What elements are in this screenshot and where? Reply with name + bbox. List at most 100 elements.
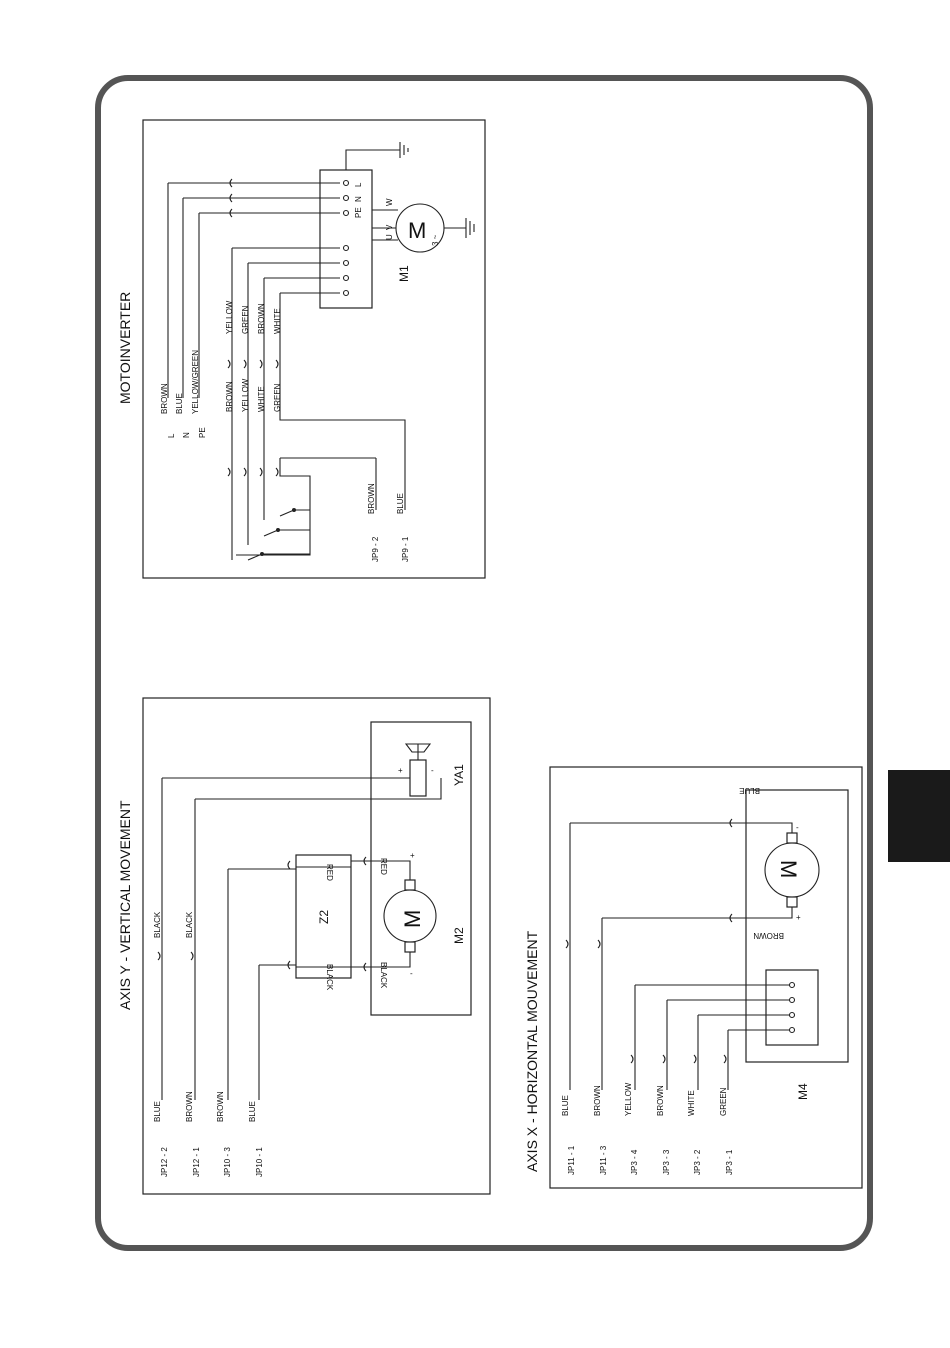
supply-wires bbox=[167, 182, 340, 398]
connector-jp10-1: JP10 - 1 bbox=[255, 1147, 264, 1177]
z2-module bbox=[295, 854, 352, 979]
axis-y-diagram: AXIS Y - VERTICAL MOVEMENT RED BLACK Z2 … bbox=[117, 697, 491, 1195]
connector-jp3-3: JP3 - 3 bbox=[662, 1149, 671, 1175]
motor-m2-wires bbox=[351, 860, 411, 968]
switch-dot-3 bbox=[292, 508, 296, 512]
connector-jp3-2: JP3 - 2 bbox=[693, 1149, 702, 1175]
jp12-1-color: BROWN bbox=[185, 1091, 194, 1122]
axis-y-motor-enclosure bbox=[370, 721, 472, 1016]
motor-m1-ground bbox=[444, 218, 475, 238]
ctrl-left-yellow: YELLOW bbox=[241, 378, 250, 412]
z2-black-label: BLACK bbox=[325, 964, 334, 991]
motor-m1-phase: 3 ~ bbox=[431, 234, 440, 246]
connector-jp11-3: JP11 - 3 bbox=[599, 1145, 608, 1175]
motor-m2-label: M2 bbox=[452, 927, 466, 944]
jp12-2-color: BLUE bbox=[153, 1101, 162, 1122]
axis-x-connector-marks bbox=[565, 818, 733, 1064]
jp9-2-color: BROWN bbox=[367, 483, 376, 514]
brake-ya1-speaker bbox=[404, 743, 432, 760]
motor-m1-phase-wires bbox=[372, 209, 398, 241]
terminal-pe: PE bbox=[354, 207, 363, 218]
motoinverter-title: MOTOINVERTER bbox=[117, 292, 133, 404]
phase-w: W bbox=[385, 198, 394, 206]
connector-jp3-1: JP3 - 1 bbox=[725, 1149, 734, 1175]
phase-u: U bbox=[385, 234, 394, 240]
switch-dot-1 bbox=[260, 552, 264, 556]
control-wires bbox=[231, 247, 406, 560]
section-tab bbox=[888, 770, 950, 862]
ctrl-right-yellow: YELLOW bbox=[225, 300, 234, 334]
motor-m4-label: M4 bbox=[796, 1083, 810, 1100]
motor-x-minus: - bbox=[796, 823, 799, 832]
ctrl-left-green: GREEN bbox=[273, 383, 282, 412]
brake-ya1-label: YA1 bbox=[452, 764, 466, 786]
motor-m1-label: M1 bbox=[397, 265, 411, 282]
motor-m2-minus: - bbox=[410, 969, 413, 978]
z2-label: Z2 bbox=[317, 910, 331, 924]
z2-red-label: RED bbox=[325, 864, 334, 881]
motor-m2-red: RED bbox=[379, 858, 388, 875]
switch-dot-2 bbox=[276, 528, 280, 532]
axis-x-wires bbox=[569, 823, 790, 1090]
connector-jp10-3: JP10 - 3 bbox=[223, 1147, 232, 1177]
motoinverter-diagram: MOTOINVERTER L N PE M 3 ~ U V W M1 L bbox=[117, 119, 486, 579]
connector-jp9-1: JP9 - 1 bbox=[401, 536, 410, 562]
jp3-4-color: YELLOW bbox=[624, 1082, 633, 1116]
jp11-1-color: BLUE bbox=[561, 1095, 570, 1116]
motor-x-plus: + bbox=[796, 913, 801, 922]
ctrl-right-white: WHITE bbox=[273, 308, 282, 334]
axis-y-black-1: BLACK bbox=[153, 911, 162, 938]
encoder-block bbox=[765, 969, 819, 1046]
brake-plus: + bbox=[398, 766, 403, 775]
motor-x-brown: BROWN bbox=[753, 931, 784, 940]
page-frame bbox=[95, 75, 873, 1251]
supply-color-blue: BLUE bbox=[175, 393, 184, 414]
z2-inner-lines bbox=[296, 866, 351, 968]
ctrl-left-brown: BROWN bbox=[225, 381, 234, 412]
brake-minus: - bbox=[431, 766, 434, 775]
motor-x-letter: M bbox=[776, 860, 801, 878]
jp10-3-color: BROWN bbox=[216, 1091, 225, 1122]
motor-m1-letter: M bbox=[408, 218, 426, 243]
supply-letter-pe: PE bbox=[198, 427, 207, 438]
jp11-3-color: BROWN bbox=[593, 1085, 602, 1116]
motor-m2-plus: + bbox=[410, 851, 415, 860]
axis-y-black-2: BLACK bbox=[185, 911, 194, 938]
switch-contacts bbox=[247, 457, 377, 561]
axis-y-wires bbox=[161, 777, 442, 1100]
jp3-1-color: GREEN bbox=[719, 1087, 728, 1116]
supply-letter-n: N bbox=[182, 432, 191, 438]
motor-x-wires bbox=[570, 822, 793, 919]
connector-jp3-4: JP3 - 4 bbox=[630, 1149, 639, 1175]
terminal-l: L bbox=[354, 182, 363, 187]
jp10-1-color: BLUE bbox=[248, 1101, 257, 1122]
axis-x-diagram: AXIS X - HORIZONTAL MOUVEMENT M BLUE BRO… bbox=[524, 766, 863, 1189]
ground-symbol bbox=[345, 142, 409, 170]
terminal-n: N bbox=[354, 196, 363, 202]
motor-m2-letter: M bbox=[400, 910, 425, 928]
motor-m2-black: BLACK bbox=[379, 962, 388, 989]
connector-jp9-2: JP9 - 2 bbox=[371, 536, 380, 562]
control-connector-marks bbox=[227, 359, 279, 477]
jp9-1-color: BLUE bbox=[396, 493, 405, 514]
axis-y-box bbox=[142, 697, 491, 1195]
jp3-3-color: BROWN bbox=[656, 1085, 665, 1116]
axis-y-title: AXIS Y - VERTICAL MOVEMENT bbox=[117, 800, 133, 1010]
axis-x-motor-enclosure bbox=[745, 789, 849, 1063]
supply-letter-l: L bbox=[167, 433, 176, 438]
ctrl-left-white: WHITE bbox=[257, 386, 266, 412]
axis-x-title: AXIS X - HORIZONTAL MOUVEMENT bbox=[524, 930, 540, 1172]
motor-x-blue: BLUE bbox=[739, 786, 760, 795]
phase-v: V bbox=[385, 224, 394, 230]
connector-jp12-2: JP12 - 2 bbox=[160, 1147, 169, 1177]
axis-y-connector-marks bbox=[157, 856, 367, 972]
connector-jp12-1: JP12 - 1 bbox=[192, 1147, 201, 1177]
supply-color-brown: BROWN bbox=[160, 383, 169, 414]
axis-x-box bbox=[549, 766, 863, 1189]
inverter-terminals bbox=[342, 179, 350, 297]
jp3-2-color: WHITE bbox=[687, 1090, 696, 1116]
ctrl-right-brown: BROWN bbox=[257, 303, 266, 334]
motoinverter-box bbox=[142, 119, 486, 579]
connector-jp11-1: JP11 - 1 bbox=[567, 1145, 576, 1175]
